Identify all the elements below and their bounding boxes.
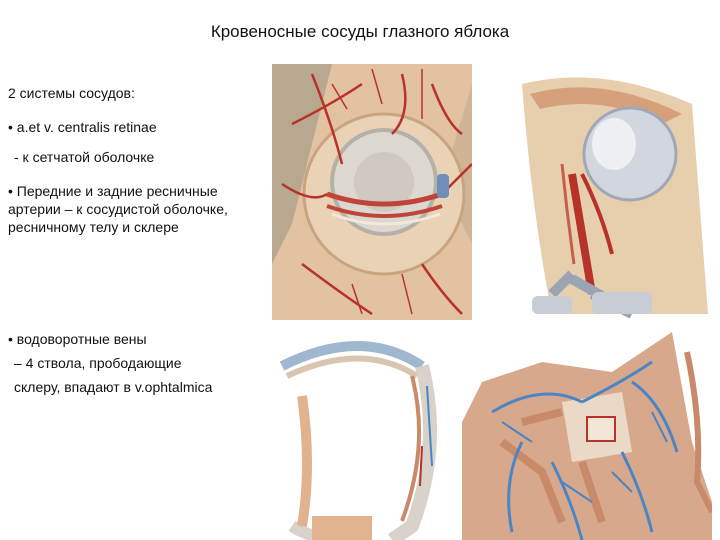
text-line-systems: 2 системы сосудов: — [8, 85, 135, 101]
text-line-ciliary-1: • Передние и задние ресничные — [8, 183, 218, 199]
text-line-ciliary-2: артерии – к сосудистой оболочке, — [8, 201, 228, 217]
text-line-vortex-3: склеру, впадают в v.ophtalmica — [14, 379, 213, 395]
eyeball-anterior-vessels-illustration — [272, 64, 472, 320]
text-line-centralis: • a.et v. centralis retinae — [8, 119, 157, 135]
text-line-vortex: • водоворотные вены — [8, 331, 147, 347]
text-line-ciliary-3: ресничному телу и склере — [8, 219, 179, 235]
text-line-vortex-2: – 4 ствола, прободающие — [14, 355, 182, 371]
orbital-veins-illustration — [462, 322, 712, 540]
text-line-retina: - к сетчатой оболочке — [14, 149, 155, 165]
slide-title: Кровеносные сосуды глазного яблока — [210, 22, 510, 41]
eyeball-cross-section-illustration — [272, 326, 452, 540]
orbit-sagittal-section-illustration — [512, 64, 708, 320]
